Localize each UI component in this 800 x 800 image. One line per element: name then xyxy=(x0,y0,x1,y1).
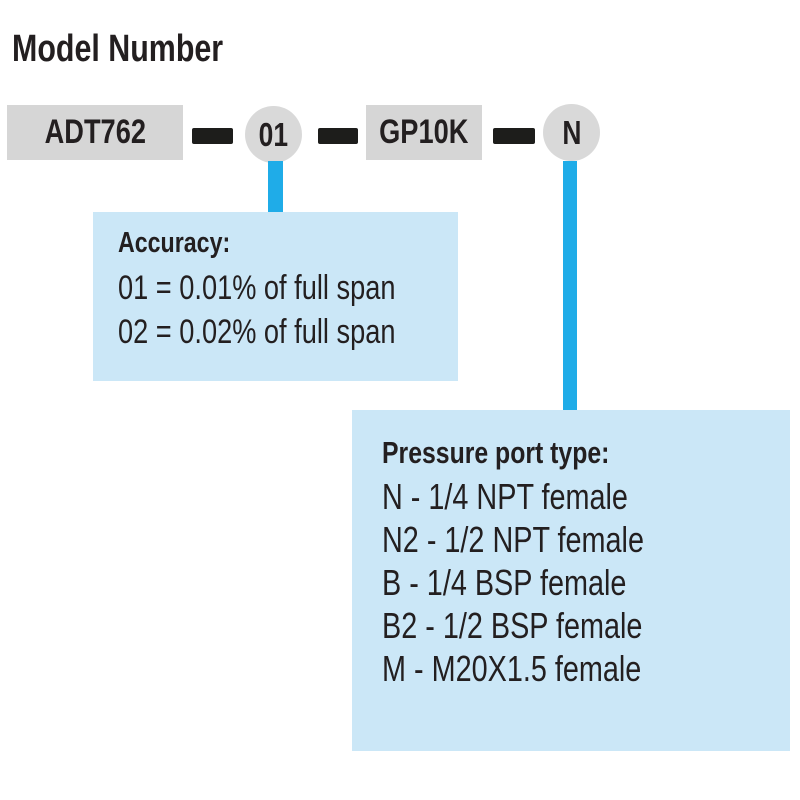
pressure-port-option: N2 - 1/2 NPT female xyxy=(382,519,644,560)
page-title-text: Model Number xyxy=(12,28,224,70)
pressure-port-options: N - 1/4 NPT female N2 - 1/2 NPT female B… xyxy=(382,475,790,690)
connector-dash xyxy=(192,128,233,144)
port-code-label: N xyxy=(561,113,582,151)
connector-dash xyxy=(493,128,535,144)
accuracy-options: 01 = 0.01% of full span 02 = 0.02% of fu… xyxy=(118,266,458,354)
pressure-port-option: B2 - 1/2 BSP female xyxy=(382,605,643,646)
page-title: Model Number xyxy=(12,30,276,68)
pressure-port-option: N - 1/4 NPT female xyxy=(382,476,628,517)
accuracy-code-label: 01 xyxy=(258,115,289,153)
model-part-label-adt762: ADT762 xyxy=(44,113,146,151)
pressure-port-callout-title: Pressure port type: xyxy=(382,435,610,470)
model-part-box-gp10k: GP10K xyxy=(366,105,482,160)
accuracy-option: 02 = 0.02% of full span xyxy=(118,313,396,351)
accuracy-leader-line xyxy=(268,161,283,212)
accuracy-option: 01 = 0.01% of full span xyxy=(118,269,396,307)
connector-dash xyxy=(318,128,358,144)
accuracy-code-circle: 01 xyxy=(245,106,302,163)
model-part-label-gp10k: GP10K xyxy=(379,113,469,151)
port-code-circle: N xyxy=(543,104,600,161)
pressure-port-option: M - M20X1.5 female xyxy=(382,648,642,689)
pressure-port-option: B - 1/4 BSP female xyxy=(382,562,627,603)
port-leader-line xyxy=(563,161,577,410)
accuracy-callout-title: Accuracy: xyxy=(118,227,231,259)
pressure-port-callout: Pressure port type: N - 1/4 NPT female N… xyxy=(352,410,790,751)
model-part-box-adt762: ADT762 xyxy=(7,105,183,160)
accuracy-callout: Accuracy: 01 = 0.01% of full span 02 = 0… xyxy=(93,212,458,381)
